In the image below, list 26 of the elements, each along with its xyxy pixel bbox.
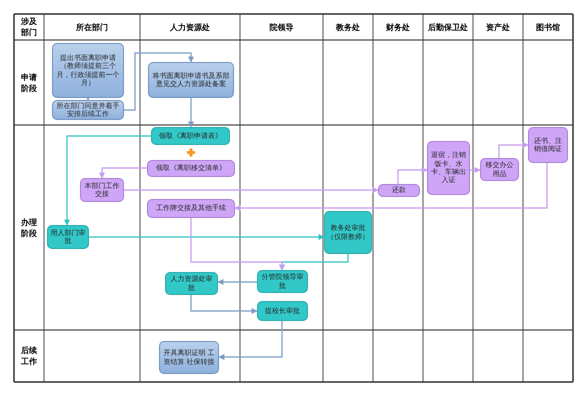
arrow <box>470 167 481 173</box>
arrow <box>234 163 548 211</box>
row-header: 办理阶段 <box>20 216 38 238</box>
arrow <box>218 321 283 360</box>
arrow <box>99 167 147 179</box>
row-header: 后续工作 <box>20 345 38 367</box>
column-header: 财务处 <box>386 22 410 32</box>
column-header: 图书馆 <box>536 22 560 32</box>
arrow <box>190 218 285 271</box>
row-header: 申请阶段 <box>20 72 38 94</box>
column-header: 院领导 <box>270 22 294 32</box>
column-header: 人力资源处 <box>170 22 210 32</box>
arrow <box>498 142 529 158</box>
arrow <box>190 295 258 314</box>
arrow <box>64 135 151 226</box>
arrow <box>397 167 428 184</box>
corner-header: 涉及部门 <box>20 16 38 38</box>
column-header: 教务处 <box>336 22 360 32</box>
arrow <box>89 234 325 240</box>
arrow <box>188 98 194 128</box>
column-header: 后勤保卫处 <box>428 22 468 32</box>
arrow <box>124 187 379 193</box>
column-header: 所在部门 <box>76 22 108 32</box>
column-header: 资产处 <box>486 22 510 32</box>
arrow <box>217 279 257 285</box>
arrow <box>124 52 194 111</box>
